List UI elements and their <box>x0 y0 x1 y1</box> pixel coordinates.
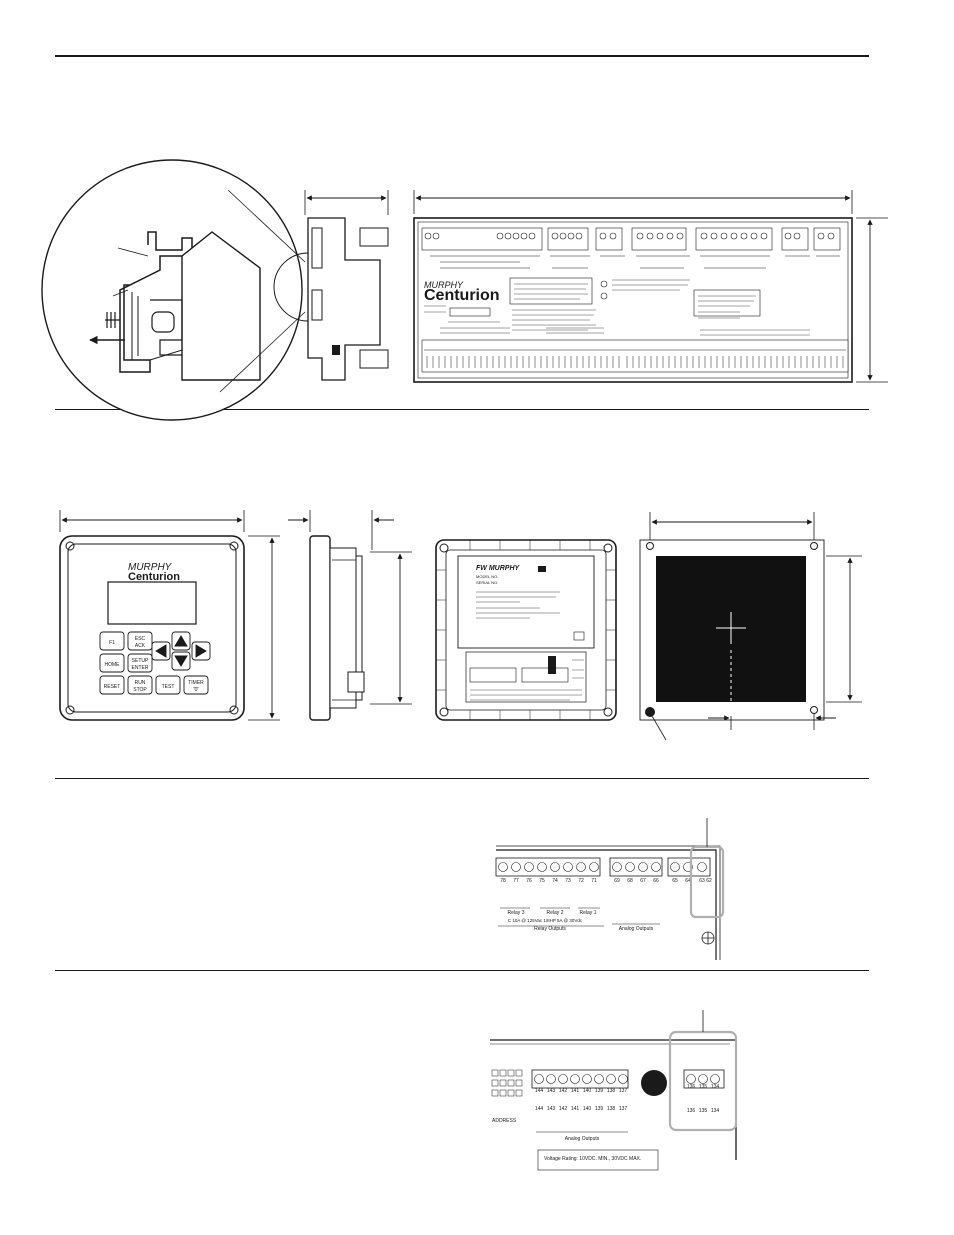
zoom-tangent-line <box>219 311 306 393</box>
rs485-terminal-number: 134 <box>711 1108 720 1114</box>
stop-key-label: STOP <box>133 687 147 693</box>
mounting-knob-icon <box>641 1070 667 1096</box>
up-arrow-icon <box>174 635 188 647</box>
analog-outputs-label: Analog Outputs <box>619 926 654 932</box>
rear-label-model: MODEL NO. <box>476 574 498 579</box>
terminal-number: 73 <box>565 878 571 884</box>
rs485-terminal-number: 134 <box>711 1084 720 1090</box>
rear-label-company: FW MURPHY <box>476 565 520 572</box>
relay-3-label: Relay 3 <box>508 910 525 916</box>
f1-key-label: F1 <box>109 640 115 646</box>
terminal-number: 78 <box>500 878 506 884</box>
terminal-number: 138 <box>607 1088 616 1094</box>
panel-rear-view: FW MURPHY MODEL NO. SERIAL NO. <box>435 539 617 721</box>
terminal-number: 138 <box>607 1106 616 1112</box>
terminal-number: 137 <box>619 1088 628 1094</box>
relay-outputs-label: Relay Outputs <box>534 926 566 932</box>
terminal-number: 68 <box>627 878 633 884</box>
terminal-number: 74 <box>552 878 558 884</box>
terminal-number: 63 <box>699 878 705 884</box>
rs485-terminal-number: 136 <box>687 1108 696 1114</box>
terminal-number: 69 <box>614 878 620 884</box>
zoom-tangent-line <box>227 189 306 263</box>
rs485-terminal-number: 136 <box>687 1084 696 1090</box>
panel-cutout-template <box>639 512 862 741</box>
terminal-number: 137 <box>619 1106 628 1112</box>
relay-2-label: Relay 2 <box>547 910 564 916</box>
terminal-number: 140 <box>583 1088 592 1094</box>
section-divider-3 <box>55 970 869 971</box>
rs485-terminal-number: 135 <box>699 1108 708 1114</box>
terminal-number: 143 <box>547 1106 556 1112</box>
right-arrow-icon <box>195 644 207 658</box>
left-arrow-icon <box>155 644 167 658</box>
terminal-number: 72 <box>578 878 584 884</box>
relay-1-label: Relay 1 <box>580 910 597 916</box>
test-key[interactable] <box>155 675 181 695</box>
terminal-number: 65 <box>672 878 678 884</box>
esc-key-label: ESC <box>135 636 146 642</box>
module-side-view <box>273 190 389 381</box>
panel-side-view <box>288 510 412 721</box>
panel-brand-centurion: Centurion <box>128 571 180 583</box>
terminal-number: 140 <box>583 1106 592 1112</box>
terminal-number: 141 <box>571 1088 580 1094</box>
module-front-view: MURPHY Centurion <box>413 190 888 383</box>
home-key[interactable] <box>99 653 125 673</box>
terminal-number: 139 <box>595 1106 604 1112</box>
terminal-number: 76 <box>526 878 532 884</box>
terminal-number: 64 <box>685 878 691 884</box>
run-stop-key[interactable] <box>127 675 153 695</box>
terminal-number: 144 <box>535 1106 544 1112</box>
relay-rating-label: C 10A @ 125Vac 1/8HP 5A @ 30Vdc <box>508 918 583 923</box>
timer-key-label: TIMER <box>188 680 204 686</box>
rear-label-serial: SERIAL NO. <box>476 580 498 585</box>
terminal-zoom-analog-outputs: 144 143 142 141 140 139 138 137 136 135 … <box>490 1010 738 1171</box>
rs485-terminal-number: 135 <box>699 1084 708 1090</box>
terminal-number: 141 <box>571 1106 580 1112</box>
test-key-label: TEST <box>162 684 175 690</box>
terminal-number: 67 <box>640 878 646 884</box>
terminal-number: 62 <box>706 878 712 884</box>
down-arrow-icon <box>174 655 188 667</box>
terminal-number: 77 <box>513 878 519 884</box>
terminal-number: 144 <box>535 1088 544 1094</box>
setup-key-label: SETUP <box>132 658 149 664</box>
address-label: ADDRESS <box>492 1118 517 1124</box>
terminal-number: 142 <box>559 1088 568 1094</box>
reset-key-label: RESET <box>104 684 121 690</box>
terminal-number: 75 <box>539 878 545 884</box>
terminal-number: 142 <box>559 1106 568 1112</box>
run-key-label: RUN <box>135 680 146 686</box>
section-divider-1 <box>55 409 869 410</box>
din-rail-detail-circle <box>41 159 303 421</box>
analog-outputs-label: Analog Outputs <box>565 1136 600 1142</box>
page-top-rule <box>55 55 869 57</box>
reset-key[interactable] <box>99 675 125 695</box>
voltage-rating-label: Voltage Rating: 10VDC. MIN., 30VDC MAX. <box>544 1156 641 1162</box>
terminal-number: 71 <box>591 878 597 884</box>
f1-key[interactable] <box>99 631 125 651</box>
esc-ack-key[interactable] <box>127 631 153 651</box>
ack-key-label: ACK <box>135 643 146 649</box>
timer-key-sub-label: "0" <box>193 687 200 693</box>
panel-brand-murphy: MURPHY <box>128 562 173 573</box>
timer-key[interactable] <box>183 675 209 695</box>
module-brand-murphy: MURPHY <box>424 280 464 290</box>
home-key-label: HOME <box>105 662 121 668</box>
terminal-number: 143 <box>547 1088 556 1094</box>
panel-front-view: MURPHY Centurion F1 ESC ACK HOME SETUP E… <box>59 510 280 721</box>
panel-lcd-display <box>107 581 197 625</box>
setup-enter-key[interactable] <box>127 653 153 673</box>
module-brand-centurion: Centurion <box>424 287 500 304</box>
enter-key-label: ENTER <box>132 665 149 671</box>
section-divider-2 <box>55 778 869 779</box>
terminal-zoom-relay-outputs: 78 77 76 75 74 73 72 71 69 68 67 66 65 6… <box>495 818 725 960</box>
terminal-number: 139 <box>595 1088 604 1094</box>
terminal-number: 66 <box>653 878 659 884</box>
